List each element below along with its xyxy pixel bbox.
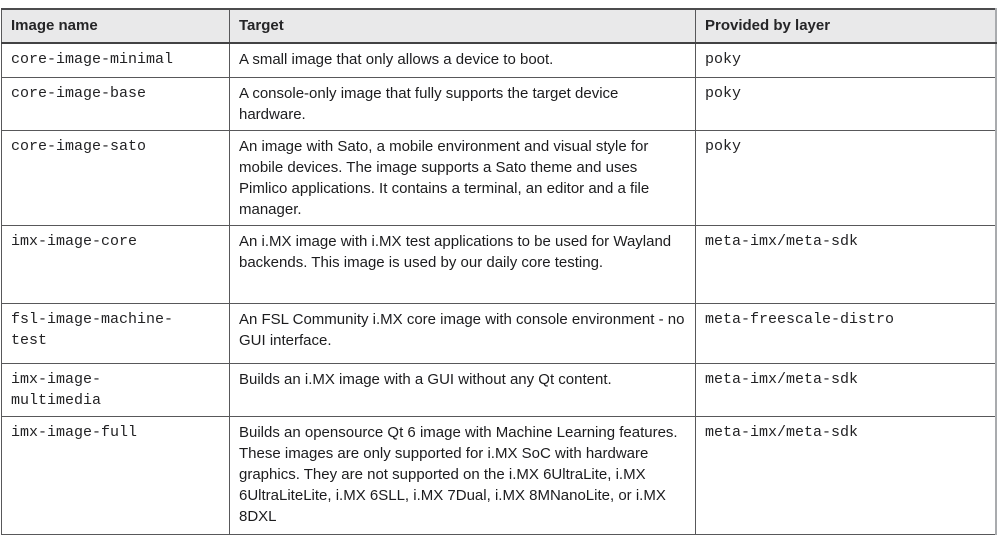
image-name-cell: fsl-image-machine-test: [1, 302, 230, 364]
image-name-value: imx-image-core: [11, 232, 138, 250]
target-cell: An FSL Community i.MX core image with co…: [229, 302, 696, 364]
target-cell: Builds an i.MX image with a GUI without …: [229, 362, 696, 417]
image-name-value: core-image-base: [11, 84, 147, 102]
image-name-value: fsl-image-machine-test: [11, 310, 174, 349]
layer-cell: poky: [695, 129, 996, 226]
target-cell: A console-only image that fully supports…: [229, 76, 696, 131]
layer-cell: meta-imx/meta-sdk: [695, 362, 996, 417]
image-name-cell: imx-image-full: [1, 415, 230, 535]
layer-cell: meta-freescale-distro: [695, 302, 996, 364]
image-name-cell: core-image-sato: [1, 129, 230, 226]
target-cell: An image with Sato, a mobile environment…: [229, 129, 696, 226]
image-name-cell: imx-image-core: [1, 224, 230, 304]
target-cell: Builds an opensource Qt 6 image with Mac…: [229, 415, 696, 535]
column-header-target: Target: [229, 8, 696, 44]
image-name-value: imx-image-full: [11, 423, 138, 441]
cropped-caption-remnant: [0, 0, 997, 8]
image-name-cell: core-image-base: [1, 76, 230, 131]
target-cell: A small image that only allows a device …: [229, 42, 696, 78]
image-name-value: core-image-sato: [11, 137, 147, 155]
image-name-cell: imx-image-multimedia: [1, 362, 230, 417]
table-row: imx-image-core An i.MX image with i.MX t…: [1, 224, 996, 304]
layer-cell: poky: [695, 42, 996, 78]
column-header-provided-by-layer: Provided by layer: [695, 8, 996, 44]
header-row: Image name Target Provided by layer: [1, 8, 996, 44]
layer-cell: poky: [695, 76, 996, 131]
layer-cell: meta-imx/meta-sdk: [695, 224, 996, 304]
column-header-image-name: Image name: [1, 8, 230, 44]
table-row: fsl-image-machine-test An FSL Community …: [1, 302, 996, 364]
table-row: core-image-minimal A small image that on…: [1, 42, 996, 78]
yocto-images-table: Image name Target Provided by layer core…: [1, 8, 997, 535]
target-cell: An i.MX image with i.MX test application…: [229, 224, 696, 304]
table-row: core-image-sato An image with Sato, a mo…: [1, 129, 996, 226]
image-name-value: imx-image-multimedia: [11, 370, 102, 409]
table-row: imx-image-multimedia Builds an i.MX imag…: [1, 362, 996, 417]
layer-cell: meta-imx/meta-sdk: [695, 415, 996, 535]
image-name-value: core-image-minimal: [11, 51, 174, 68]
table-row: imx-image-full Builds an opensource Qt 6…: [1, 415, 996, 535]
table-row: core-image-base A console-only image tha…: [1, 76, 996, 131]
image-name-cell: core-image-minimal: [1, 42, 230, 78]
